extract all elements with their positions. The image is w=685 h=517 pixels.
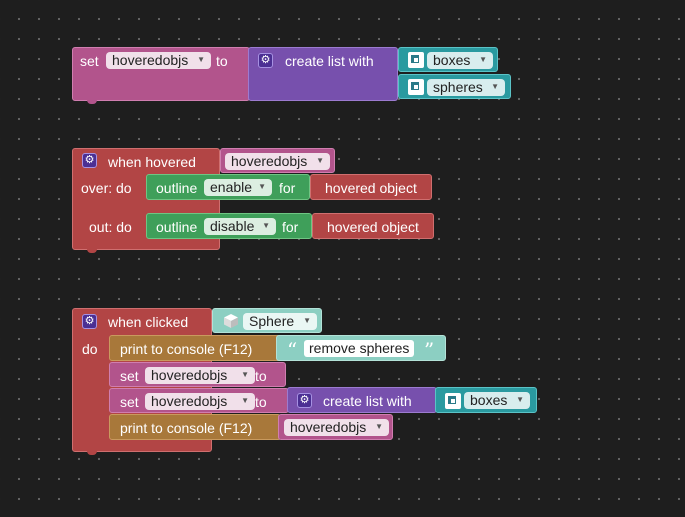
mesh-dropdown-sphere[interactable]: Sphere ▼ — [243, 313, 317, 330]
open-quote-icon: “ — [287, 338, 298, 362]
gear-icon[interactable]: ⚙ — [297, 393, 312, 408]
mesh-icon — [408, 79, 424, 95]
outline-option-dropdown[interactable]: disable ▼ — [204, 218, 276, 235]
to-keyword: to — [255, 394, 267, 410]
text-input[interactable]: remove spheres — [304, 340, 415, 357]
outline-option-label: disable — [210, 218, 255, 234]
set-keyword: set — [120, 394, 139, 410]
gear-icon[interactable]: ⚙ — [258, 53, 273, 68]
chevron-down-icon: ▼ — [479, 55, 487, 64]
mesh-icon — [445, 393, 461, 409]
outline-enable-block[interactable]: outline enable ▼ for — [146, 174, 310, 200]
mesh-block-boxes[interactable]: boxes ▼ — [398, 47, 498, 72]
when-clicked-label: when clicked — [108, 314, 189, 330]
hovered-object-block[interactable]: hovered object — [310, 174, 432, 200]
create-list-label: create list with — [323, 393, 412, 409]
cube-icon — [224, 314, 238, 328]
close-quote-icon: ” — [424, 338, 435, 362]
for-keyword: for — [282, 219, 299, 235]
print-label: print to console (F12) — [120, 420, 253, 436]
create-list-block[interactable]: ⚙ create list with — [248, 47, 398, 101]
chevron-down-icon: ▼ — [241, 396, 249, 405]
mesh-icon — [408, 52, 424, 68]
chevron-down-icon: ▼ — [241, 370, 249, 379]
to-keyword: to — [216, 53, 228, 69]
variable-dropdown-label: hoveredobjs — [290, 419, 367, 435]
block-notch — [87, 249, 97, 253]
variable-dropdown[interactable]: hoveredobjs ▼ — [284, 419, 389, 436]
chevron-down-icon: ▼ — [491, 82, 499, 91]
mesh-dropdown-label: spheres — [433, 79, 483, 95]
chevron-down-icon: ▼ — [303, 316, 311, 325]
gear-icon[interactable]: ⚙ — [82, 153, 97, 168]
mesh-block-boxes[interactable]: boxes ▼ — [435, 387, 537, 413]
gear-icon[interactable]: ⚙ — [82, 314, 97, 329]
hover-variable-block[interactable]: hoveredobjs ▼ — [220, 148, 335, 173]
variable-dropdown-label: hoveredobjs — [151, 367, 228, 383]
hovered-object-label: hovered object — [325, 180, 417, 196]
when-hovered-label: when hovered — [108, 154, 196, 170]
over-do-label: over: do — [81, 180, 132, 196]
chevron-down-icon: ▼ — [262, 221, 270, 230]
print-block[interactable]: print to console (F12) — [109, 414, 281, 440]
to-keyword: to — [255, 368, 267, 384]
set-variable-block[interactable]: set hoveredobjs ▼ to — [109, 388, 289, 413]
set-variable-block[interactable]: set hoveredobjs ▼ to — [109, 362, 286, 387]
outline-disable-block[interactable]: outline disable ▼ for — [146, 213, 312, 239]
chevron-down-icon: ▼ — [197, 55, 205, 64]
create-list-block[interactable]: ⚙ create list with — [287, 387, 437, 413]
print-label: print to console (F12) — [120, 341, 253, 357]
mesh-block-spheres[interactable]: spheres ▼ — [398, 74, 511, 99]
chevron-down-icon: ▼ — [258, 182, 266, 191]
mesh-dropdown-boxes[interactable]: boxes ▼ — [427, 52, 493, 69]
create-list-label: create list with — [285, 53, 374, 69]
hovered-object-label: hovered object — [327, 219, 419, 235]
block-notch — [87, 100, 97, 104]
chevron-down-icon: ▼ — [375, 422, 383, 431]
set-keyword: set — [120, 368, 139, 384]
chevron-down-icon: ▼ — [516, 395, 524, 404]
variable-dropdown-label: hoveredobjs — [231, 153, 308, 169]
mesh-dropdown-label: boxes — [470, 392, 508, 408]
mesh-dropdown-label: Sphere — [249, 313, 295, 329]
block-notch — [87, 451, 97, 455]
print-block[interactable]: print to console (F12) — [109, 335, 283, 361]
mesh-dropdown-spheres[interactable]: spheres ▼ — [427, 79, 505, 96]
set-keyword: set — [80, 53, 99, 69]
print-variable-block[interactable]: hoveredobjs ▼ — [278, 414, 393, 440]
variable-dropdown[interactable]: hoveredobjs ▼ — [145, 367, 255, 384]
chevron-down-icon: ▼ — [316, 156, 324, 165]
variable-dropdown-label: hoveredobjs — [151, 393, 228, 409]
mesh-dropdown-boxes[interactable]: boxes ▼ — [464, 392, 530, 409]
outline-keyword: outline — [156, 219, 198, 235]
mesh-dropdown-label: boxes — [433, 52, 471, 68]
set-variable-block[interactable]: set hoveredobjs ▼ to — [72, 47, 250, 104]
variable-dropdown[interactable]: hoveredobjs ▼ — [225, 153, 330, 170]
variable-dropdown[interactable]: hoveredobjs ▼ — [106, 52, 211, 69]
variable-dropdown-label: hoveredobjs — [112, 52, 189, 68]
outline-option-dropdown[interactable]: enable ▼ — [204, 179, 272, 196]
for-keyword: for — [279, 180, 296, 196]
hovered-object-block[interactable]: hovered object — [312, 213, 434, 239]
outline-keyword: outline — [156, 180, 198, 196]
variable-dropdown[interactable]: hoveredobjs ▼ — [145, 393, 255, 410]
mesh-selector-block[interactable]: Sphere ▼ — [212, 308, 322, 333]
outline-option-label: enable — [210, 179, 253, 195]
out-do-label: out: do — [89, 219, 132, 235]
text-block[interactable]: “ remove spheres ” — [276, 335, 446, 361]
do-keyword: do — [82, 341, 98, 357]
